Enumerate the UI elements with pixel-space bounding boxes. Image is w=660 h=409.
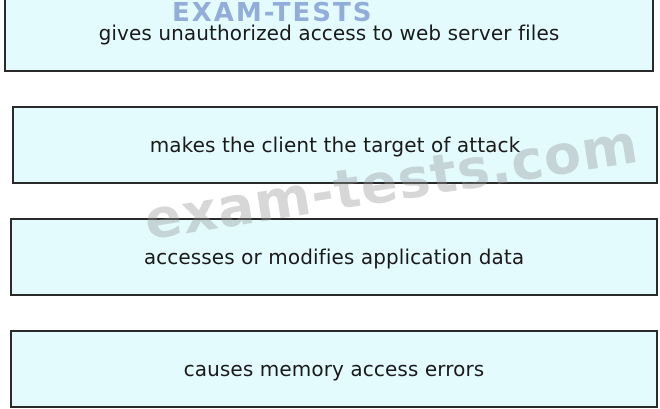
option-box-memory-errors[interactable]: causes memory access errors <box>10 330 658 408</box>
option-box-client-target[interactable]: makes the client the target of attack <box>12 106 658 184</box>
option-label: causes memory access errors <box>183 357 485 381</box>
option-label: gives unauthorized access to web server … <box>98 21 560 45</box>
option-label: makes the client the target of attack <box>149 133 521 157</box>
option-label: accesses or modifies application data <box>143 245 525 269</box>
option-box-unauthorized-access[interactable]: gives unauthorized access to web server … <box>4 0 654 72</box>
option-box-modifies-data[interactable]: accesses or modifies application data <box>10 218 658 296</box>
